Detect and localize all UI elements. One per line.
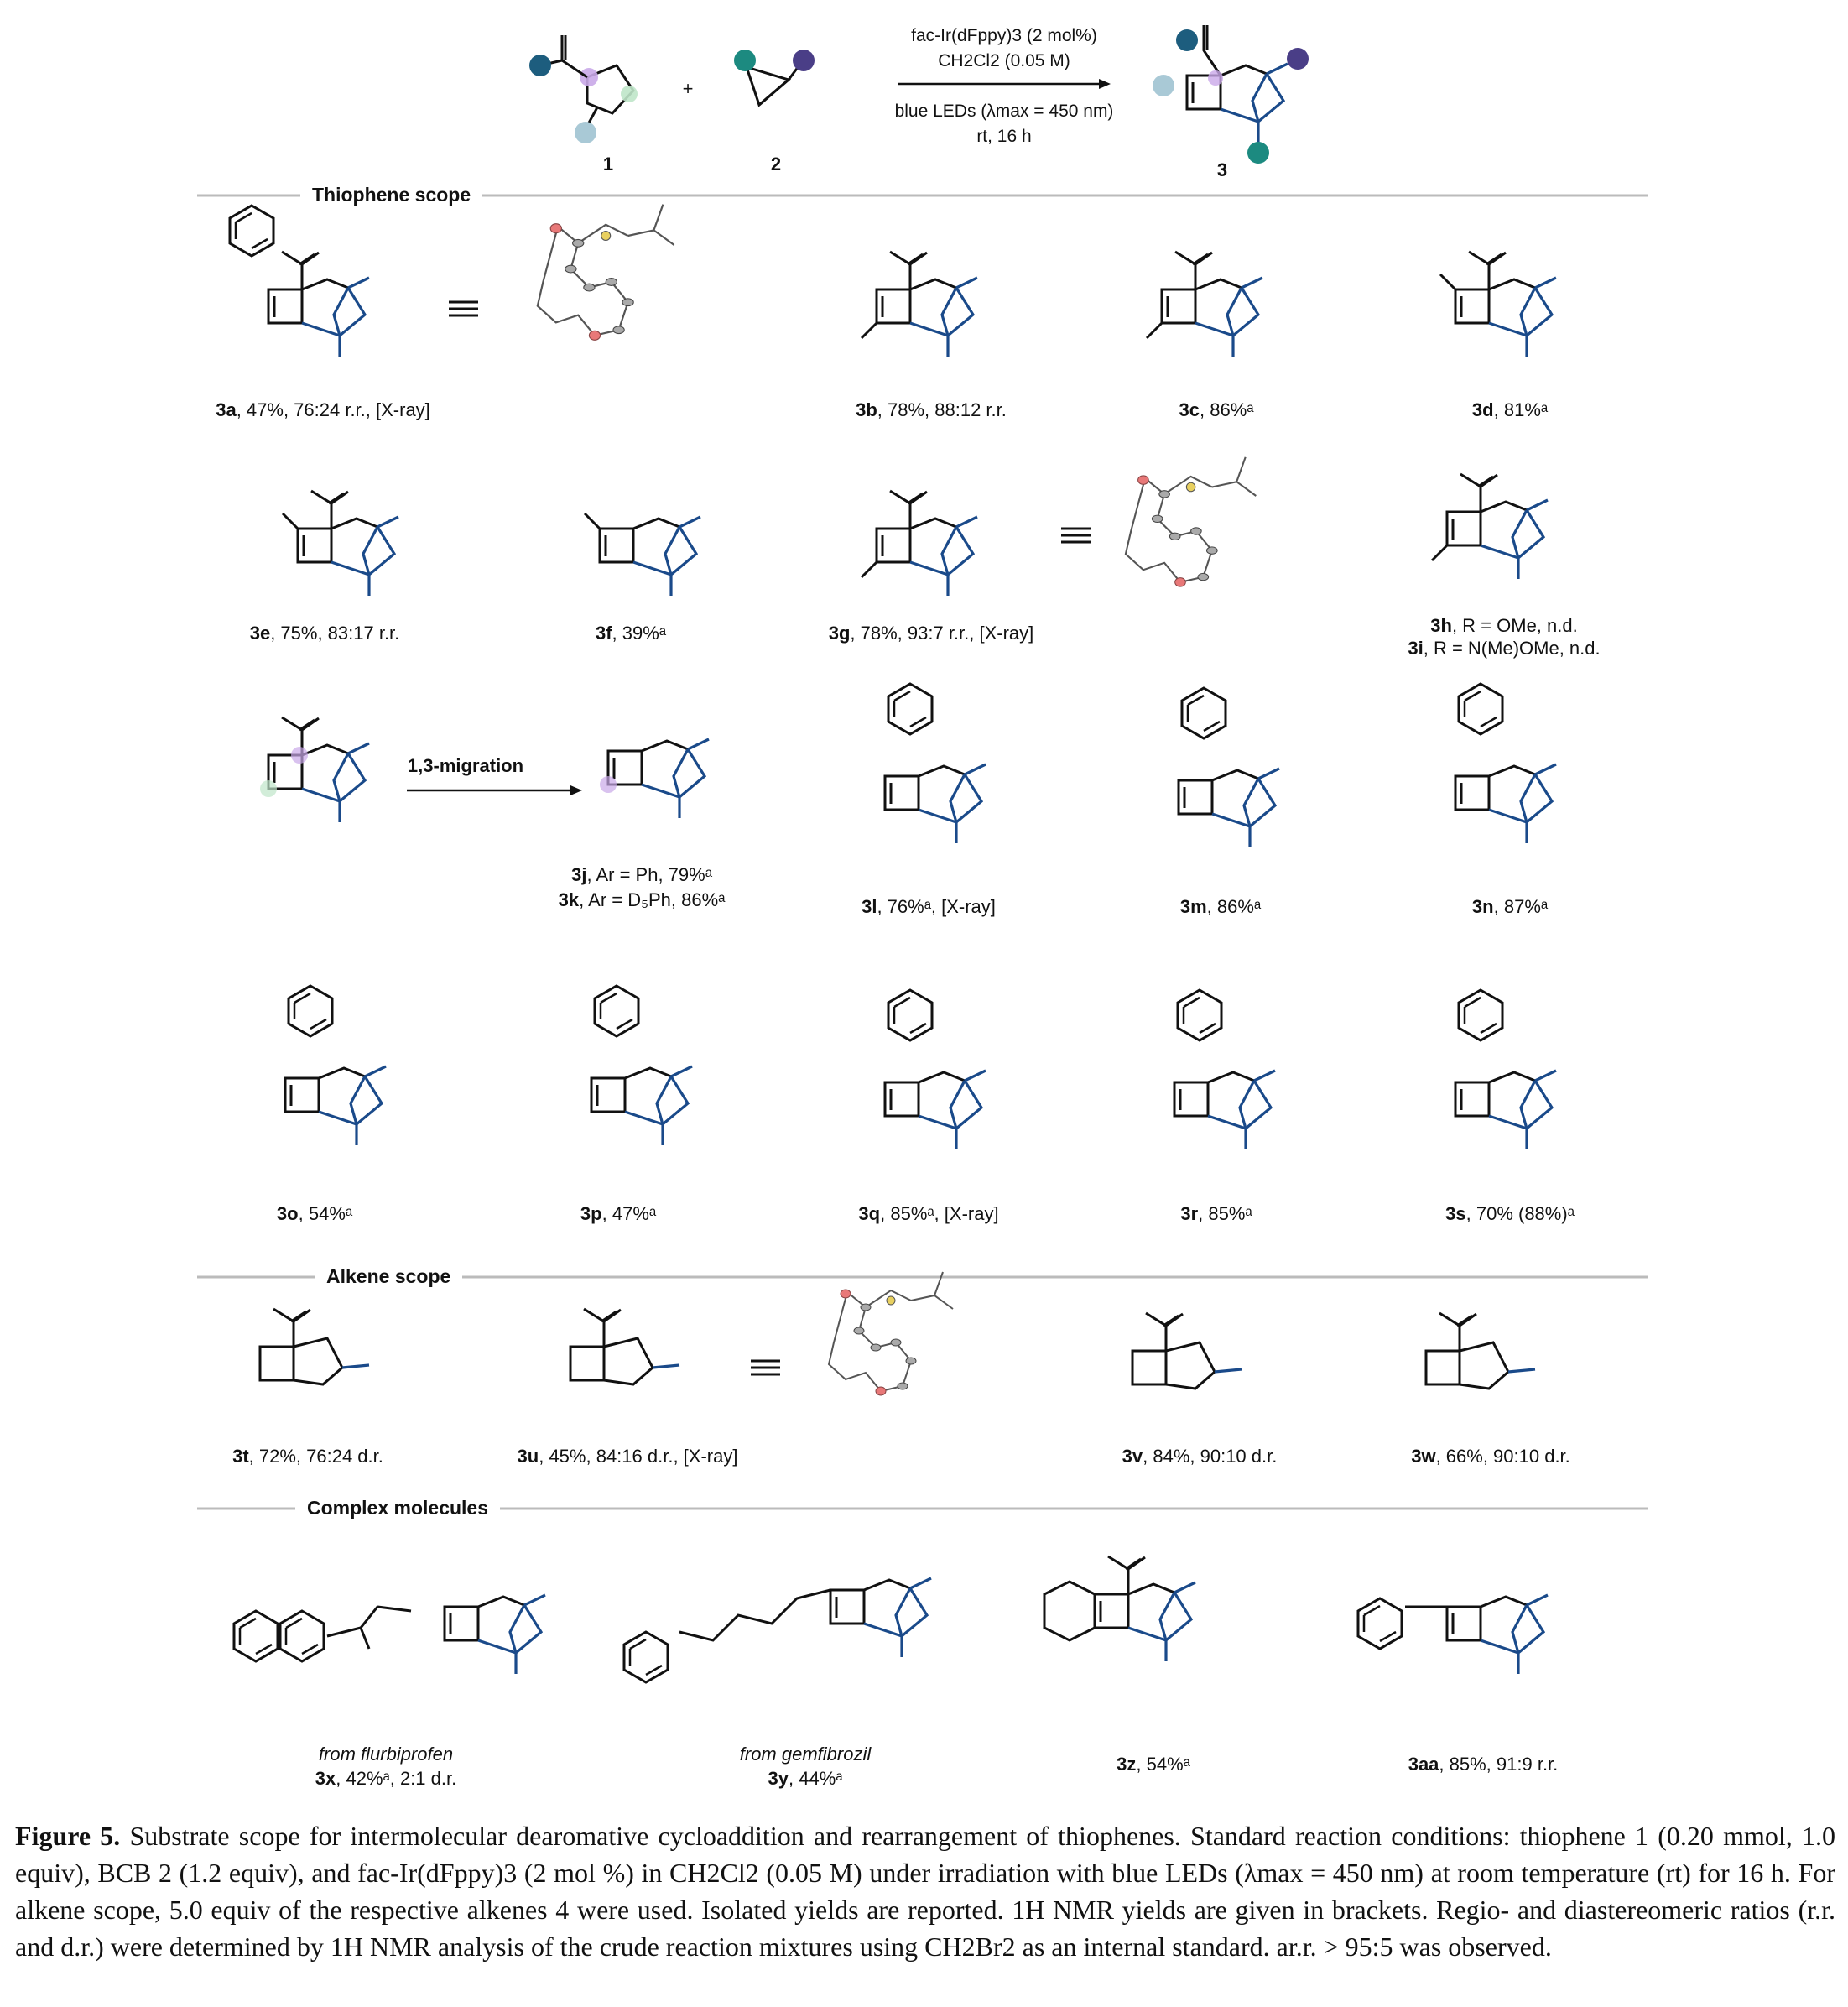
caption-label: Figure 5.	[15, 1821, 121, 1851]
conditions-light: blue LEDs (λmax = 450 nm)	[894, 102, 1114, 121]
section-alkene-scope: Alkene scope	[315, 1265, 463, 1288]
compound-label-3z: 3z, 54%ᵃ	[1117, 1754, 1190, 1775]
compound-label-3e: 3e, 75%, 83:17 r.r.	[249, 623, 400, 644]
compound-label-3v: 3v, 84%, 90:10 d.r.	[1122, 1446, 1278, 1467]
compound-label-3f: 3f, 39%ᵃ	[595, 623, 667, 644]
compound-label-3l: 3l, 76%ᵃ, [X-ray]	[862, 896, 996, 917]
conditions-time: rt, 16 h	[976, 127, 1032, 146]
compound-label-3j: 3j, Ar = Ph, 79%ᵃ	[571, 864, 712, 885]
compound-label-3n: 3n, 87%ᵃ	[1471, 896, 1549, 917]
caption-text: Substrate scope for intermolecular dearo…	[15, 1821, 1836, 1962]
compound-label-3p: 3p, 47%ᵃ	[580, 1203, 657, 1224]
label-reactant-2: 2	[770, 154, 782, 175]
compound-label-3i: 3i, R = N(Me)OMe, n.d.	[1408, 638, 1601, 659]
conditions-solvent: CH2Cl2 (0.05 M)	[938, 51, 1070, 70]
compound-label-3t: 3t, 72%, 76:24 d.r.	[232, 1446, 383, 1467]
compound-label-3b: 3b, 78%, 88:12 r.r.	[856, 399, 1007, 420]
compound-label-3aa: 3aa, 85%, 91:9 r.r.	[1408, 1754, 1559, 1775]
scheme-reactant-bcb	[734, 50, 815, 107]
compound-label-3a: 3a, 47%, 76:24 r.r., [X-ray]	[216, 399, 430, 420]
compound-label-3w: 3w, 66%, 90:10 d.r.	[1411, 1446, 1570, 1467]
compound-label-3s: 3s, 70% (88%)ᵃ	[1445, 1203, 1575, 1224]
compound-label-3q: 3q, 85%ᵃ, [X-ray]	[858, 1203, 999, 1224]
section-thiophene-scope: Thiophene scope	[300, 184, 483, 206]
compound-label-3c: 3c, 86%ᵃ	[1179, 399, 1254, 420]
migration-label: 1,3-migration	[407, 755, 524, 776]
compound-label-3h: 3h, R = OMe, n.d.	[1430, 615, 1578, 636]
label-product-3: 3	[1216, 159, 1228, 180]
source-3y: from gemfibrozil	[739, 1744, 872, 1765]
plus-sign: +	[682, 78, 694, 99]
figure-caption: Figure 5. Substrate scope for intermolec…	[15, 1817, 1835, 1965]
source-3x: from flurbiprofen	[318, 1744, 454, 1765]
compound-label-3m: 3m, 86%ᵃ	[1179, 896, 1262, 917]
compound-label-3o: 3o, 54%ᵃ	[276, 1203, 353, 1224]
scheme-reactant-thiophene	[529, 35, 638, 143]
compound-label-3u: 3u, 45%, 84:16 d.r., [X-ray]	[517, 1446, 738, 1467]
conditions-catalyst: fac-Ir(dFppy)3 (2 mol%)	[911, 26, 1097, 45]
compound-label-3g: 3g, 78%, 93:7 r.r., [X-ray]	[828, 623, 1034, 644]
compound-label-3x: 3x, 42%ᵃ, 2:1 d.r.	[315, 1768, 457, 1789]
label-reactant-1: 1	[602, 154, 614, 175]
compound-label-3d: 3d, 81%ᵃ	[1471, 399, 1549, 420]
section-complex-molecules: Complex molecules	[295, 1497, 501, 1520]
compound-label-3k: 3k, Ar = D₅Ph, 86%ᵃ	[558, 889, 726, 910]
compound-label-3r: 3r, 85%ᵃ	[1180, 1203, 1252, 1224]
scheme-product-core	[1153, 25, 1309, 164]
compound-label-3y: 3y, 44%ᵃ	[768, 1768, 843, 1789]
